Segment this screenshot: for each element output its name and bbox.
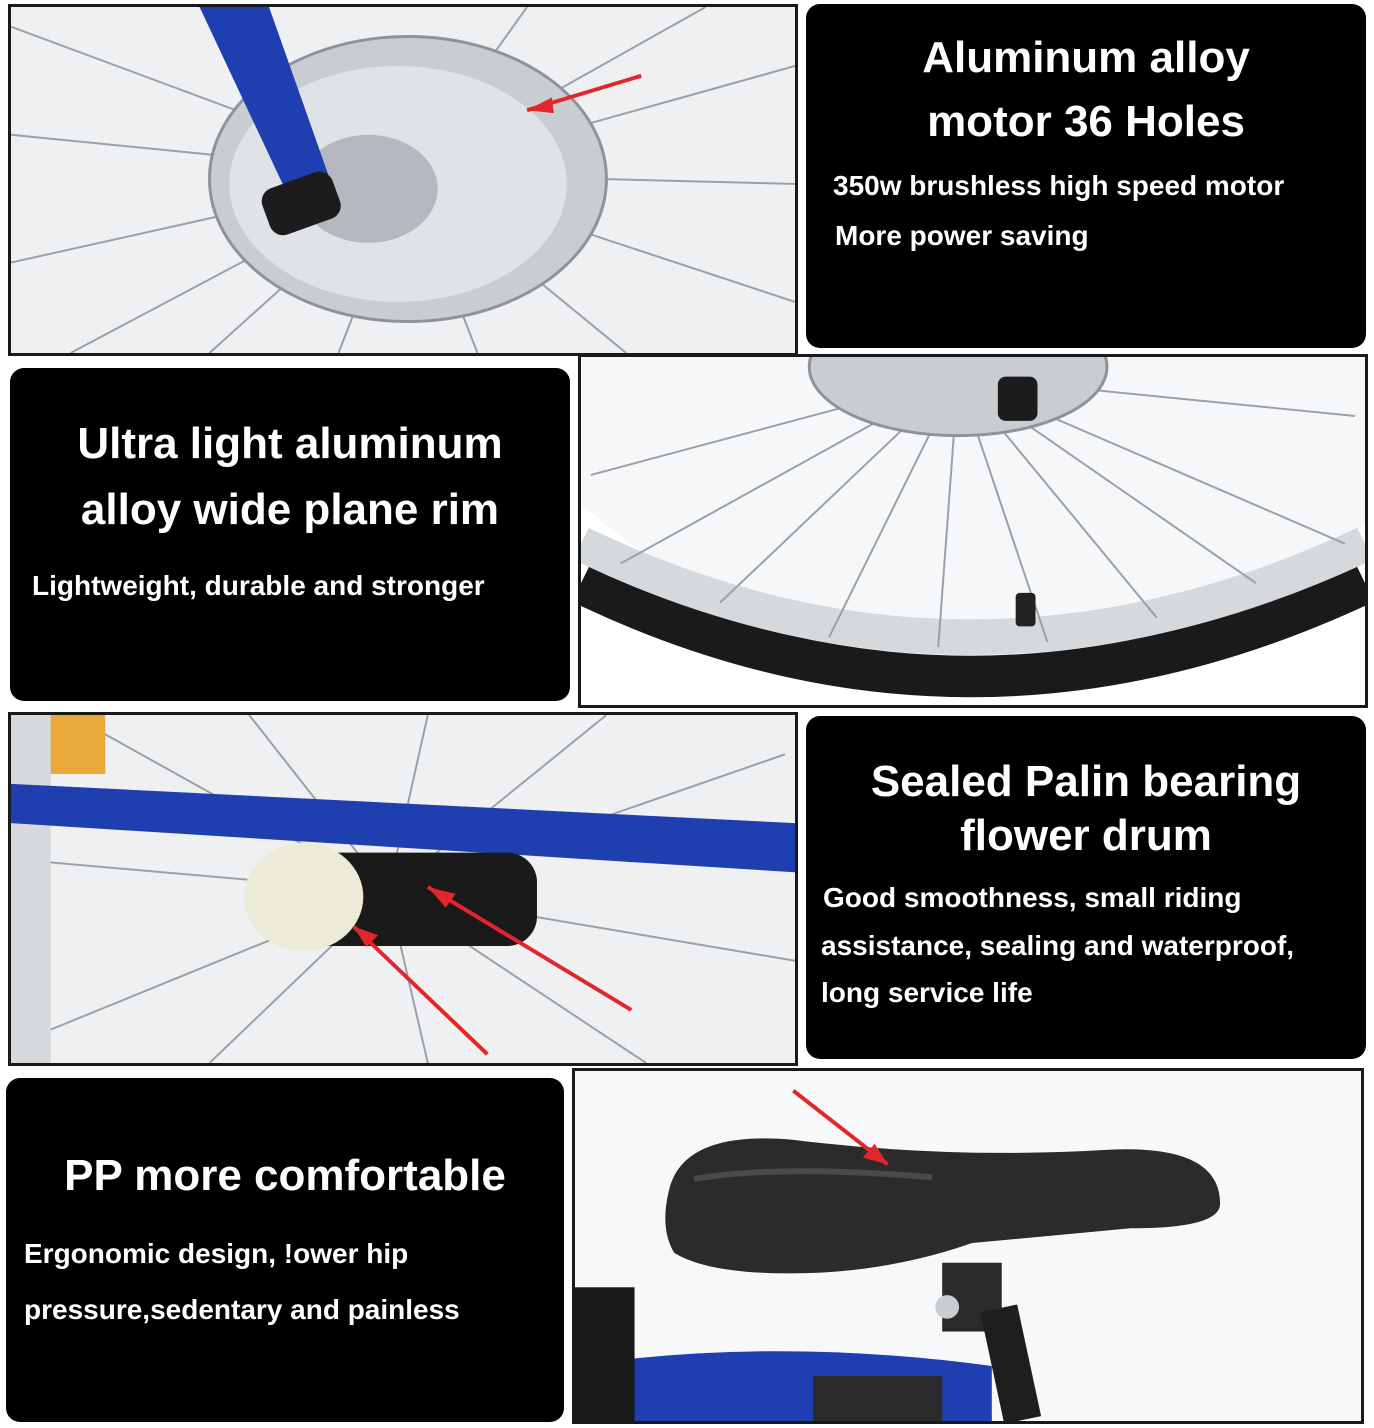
motor-desc-line-1: 350w brushless high speed motor (833, 170, 1285, 201)
bearing-title-line-1: Sealed Palin bearing (870, 757, 1302, 806)
bearing-desc-line-1: Good smoothness, small riding (823, 882, 1242, 913)
hub-motor-photo (8, 4, 798, 356)
bearing-desc-line-2: assistance, sealing and waterproof, (821, 930, 1295, 961)
wheel-rim-photo (578, 354, 1368, 708)
rim-feature-card: Ultra light aluminum alloy wide plane ri… (10, 368, 570, 701)
bearing-feature-card: Sealed Palin bearing flower drum Good sm… (806, 716, 1366, 1059)
motor-title-line-2: motor 36 Holes (927, 97, 1245, 146)
rim-title-line-2: alloy wide plane rim (80, 485, 500, 534)
saddle-photo (572, 1068, 1364, 1424)
bearing-title-line-2: flower drum (960, 811, 1212, 860)
rear-hub-photo (8, 712, 798, 1066)
motor-desc-line-2: More power saving (835, 220, 1089, 251)
motor-feature-card: Aluminum alloy motor 36 Holes 350w brush… (806, 4, 1366, 348)
saddle-title-line-1: PP more comfortable (64, 1151, 506, 1200)
motor-title-line-1: Aluminum alloy (922, 33, 1250, 82)
bearing-desc-line-3: long service life (821, 977, 1033, 1008)
rim-desc-line-1: Lightweight, durable and stronger (32, 570, 485, 601)
saddle-desc-line-2: pressure,sedentary and painless (24, 1294, 460, 1325)
saddle-feature-card: PP more comfortable Ergonomic design, !o… (6, 1078, 564, 1422)
saddle-desc-line-1: Ergonomic design, !ower hip (24, 1238, 409, 1269)
rim-title-line-1: Ultra light aluminum (77, 419, 503, 468)
